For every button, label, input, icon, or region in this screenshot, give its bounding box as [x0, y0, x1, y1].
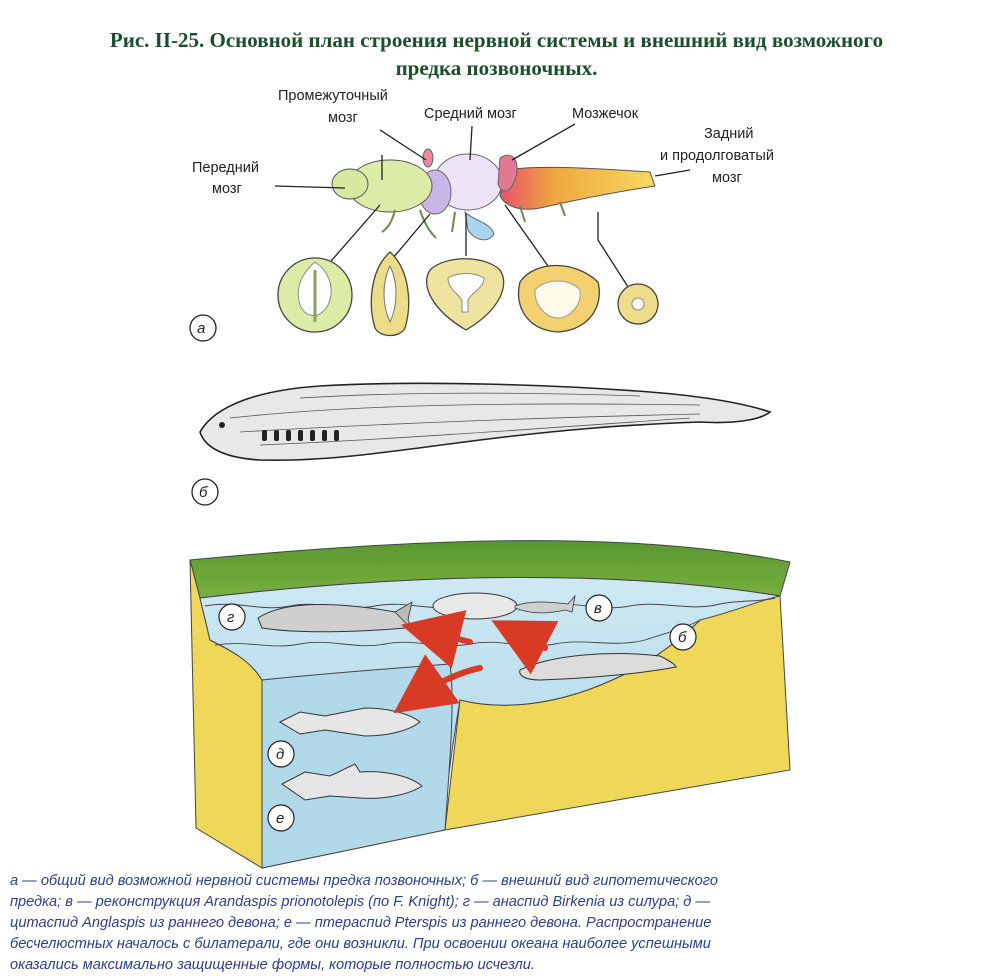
olfactory-bulb	[331, 168, 369, 200]
cranial-nerves	[381, 201, 566, 239]
label-hindbrain-1: Задний	[704, 126, 754, 142]
panel-a-brain-diagram: Передний мозг Промежуточный мозг Средний…	[189, 88, 774, 342]
scene-label-e-text: е	[276, 810, 284, 827]
label-midbrain: Средний мозг	[424, 106, 517, 122]
cross-section-midbrain	[425, 258, 505, 331]
scene-label-e: е	[267, 804, 295, 832]
caption-line-1: а — общий вид возможной нервной системы …	[10, 873, 718, 889]
ancestor-body	[199, 382, 772, 462]
cross-section-forebrain	[277, 257, 353, 333]
figure-title: Рис. II-25. Основной план строения нервн…	[20, 26, 973, 82]
caption-line-2: предка; в — реконструкция Arandaspis pri…	[10, 894, 711, 910]
label-forebrain-1: Передний	[192, 160, 259, 176]
scene-label-v-text: в	[594, 600, 602, 617]
label-leader-lines	[274, 123, 691, 291]
scene-label-d: д	[267, 740, 295, 768]
ancestor-eye	[219, 422, 225, 428]
scene-label-g: г	[218, 603, 246, 631]
hypophysis-shape	[464, 210, 495, 241]
cerebellum-shape	[497, 154, 518, 192]
figure-title-line-2: предка позвоночных.	[395, 56, 598, 80]
panel-a-marker	[189, 314, 217, 342]
panel-b-ancestor-drawing: б	[191, 382, 772, 506]
ancestor-gill-slits	[262, 430, 339, 441]
scene-label-b-text: б	[678, 629, 687, 646]
panel-a-label: а	[197, 320, 205, 337]
cross-section-hindbrain	[517, 264, 600, 333]
label-diencephalon-2: мозг	[328, 110, 358, 126]
panel-b-marker	[191, 478, 219, 506]
cross-section-diencephalon	[370, 251, 410, 337]
figure-title-line-1: Рис. II-25. Основной план строения нервн…	[109, 28, 884, 52]
scene-label-b: б	[669, 623, 697, 651]
epiphysis-shape	[422, 148, 434, 168]
creature-anglaspis	[278, 707, 421, 737]
panel-b-label: б	[199, 484, 208, 501]
creature-ancestor-small	[519, 653, 677, 681]
panel-habitat-block-diagram: г в б д е	[189, 540, 791, 869]
cross-section-spinal-cord	[617, 283, 659, 325]
hindbrain-shape	[499, 166, 656, 210]
figure-illustration: Передний мозг Промежуточный мозг Средний…	[189, 88, 791, 869]
caption-line-4: бесчелюстных началось с билатерали, где …	[10, 936, 711, 952]
label-forebrain-2: мозг	[212, 181, 242, 197]
caption-line-3: цитаспид Anglaspis из раннего девона; е …	[10, 915, 712, 931]
label-hindbrain-3: мозг	[712, 170, 742, 186]
caption-line-5: оказались максимально защищенные формы, …	[10, 957, 535, 973]
scene-label-g-text: г	[227, 609, 235, 626]
label-cerebellum: Мозжечок	[572, 106, 639, 122]
creature-pteraspis	[281, 763, 423, 801]
scene-label-v: в	[585, 594, 613, 622]
figure-caption: а — общий вид возможной нервной системы …	[10, 871, 985, 976]
migration-arrows	[393, 610, 559, 714]
label-hindbrain-2: и продолговатый	[660, 148, 774, 164]
scene-label-d-text: д	[276, 746, 284, 763]
label-diencephalon-1: Промежуточный	[278, 88, 388, 104]
